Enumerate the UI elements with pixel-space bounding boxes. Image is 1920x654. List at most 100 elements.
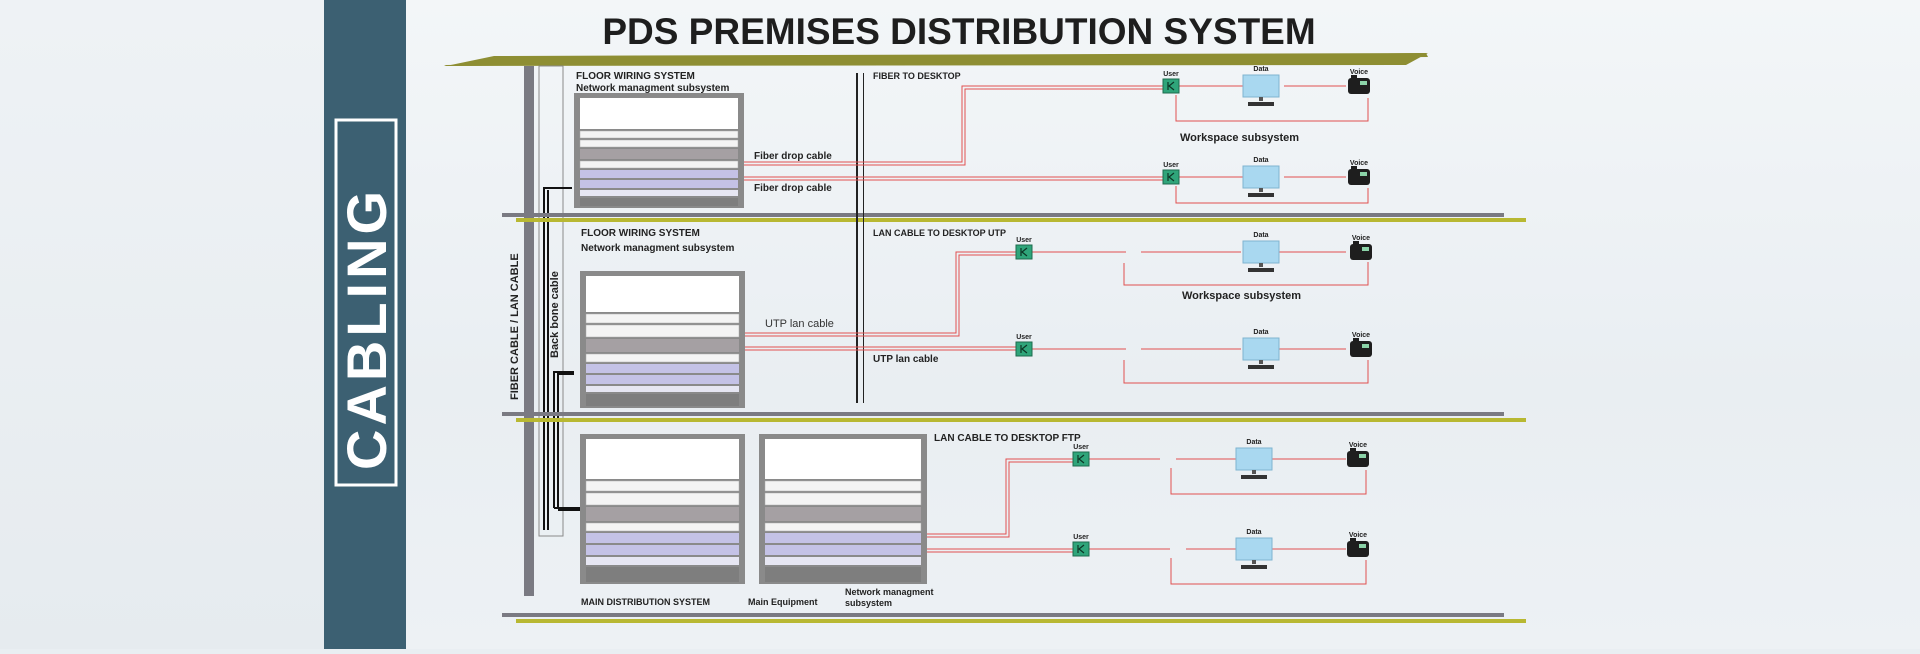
- floor1-link-title: FIBER TO DESKTOP: [873, 71, 961, 81]
- voice-label: Voice: [1352, 332, 1370, 339]
- monitor-icon: [1242, 337, 1280, 361]
- phone-handset: [1350, 538, 1356, 543]
- user-switch-icon: [1162, 78, 1180, 94]
- phone-icon: [1347, 451, 1369, 467]
- user-label: User: [1016, 334, 1032, 341]
- page-title: PDS PREMISES DISTRIBUTION SYSTEM: [602, 11, 1315, 52]
- phone-icon: [1348, 78, 1370, 94]
- workstation-2: User Data Voice: [1162, 157, 1370, 197]
- user-label: User: [1073, 534, 1089, 541]
- floor1-subsystem-label: Network managment subsystem: [576, 83, 729, 94]
- floor2-subsystem-label: Network managment subsystem: [581, 243, 734, 254]
- keyboard-icon: [1248, 268, 1274, 272]
- phone-screen: [1359, 544, 1366, 548]
- cable-routes: [744, 85, 1369, 585]
- user-label: User: [1073, 444, 1089, 451]
- floor1-workspace-label: Workspace subsystem: [1180, 132, 1299, 144]
- user-switch-icon: [1072, 541, 1090, 557]
- floor2-cable-label-2: UTP lan cable: [873, 354, 939, 365]
- phone-screen: [1360, 172, 1367, 176]
- logo-text: CABLING: [335, 187, 398, 470]
- left-background: [0, 0, 324, 649]
- floor1-cable-label-2: Fiber drop cable: [754, 183, 832, 194]
- user-label: User: [1163, 71, 1179, 78]
- phone-handset: [1351, 166, 1357, 171]
- workstation-4: User Data Voice: [1015, 329, 1372, 369]
- monitor-stand: [1259, 360, 1263, 364]
- monitor-stand: [1252, 470, 1256, 474]
- data-label: Data: [1253, 329, 1268, 336]
- floor3-link-title: LAN CABLE TO DESKTOP FTP: [934, 433, 1081, 444]
- data-label: Data: [1253, 232, 1268, 239]
- main-distribution-rack: [580, 434, 745, 584]
- floor-separator-3: [502, 613, 1526, 623]
- data-label: Data: [1246, 439, 1261, 446]
- workstation-6: User Data Voice: [1072, 529, 1369, 569]
- floor-separator-2: [502, 412, 1526, 422]
- switch-glyph: [1020, 247, 1028, 257]
- monitor-stand: [1252, 560, 1256, 564]
- phone-handset: [1353, 338, 1359, 343]
- monitor-stand: [1259, 263, 1263, 267]
- keyboard-icon: [1248, 102, 1274, 106]
- monitor-stand: [1259, 97, 1263, 101]
- data-label: Data: [1253, 66, 1268, 73]
- keyboard-icon: [1248, 193, 1274, 197]
- main-distribution-label: MAIN DISTRIBUTION SYSTEM: [581, 597, 710, 607]
- keyboard-icon: [1241, 565, 1267, 569]
- phone-icon: [1350, 341, 1372, 357]
- user-switch-icon: [1015, 341, 1033, 357]
- fiber-lan-label: FIBER CABLE / LAN CABLE: [509, 253, 521, 400]
- pds-diagram: PDS PREMISES DISTRIBUTION SYSTEM FIBER C…: [444, 11, 1526, 623]
- floor2-rack: [580, 271, 745, 408]
- voice-label: Voice: [1349, 442, 1367, 449]
- user-label: User: [1016, 237, 1032, 244]
- floor-divider: [856, 73, 858, 403]
- phone-handset: [1353, 241, 1359, 246]
- user-label: User: [1163, 162, 1179, 169]
- user-switch-icon: [1072, 451, 1090, 467]
- backbone-column: [538, 65, 564, 537]
- data-label: Data: [1246, 529, 1261, 536]
- keyboard-icon: [1241, 475, 1267, 479]
- voice-label: Voice: [1350, 69, 1368, 76]
- phone-icon: [1350, 244, 1372, 260]
- riser-bar: [524, 66, 534, 596]
- monitor-stand: [1259, 188, 1263, 192]
- phone-screen: [1362, 247, 1369, 251]
- main-equipment-rack: [759, 434, 927, 584]
- floor2-cable-label-1: UTP lan cable: [765, 318, 834, 330]
- workstation-3: User Data Voice: [1015, 232, 1372, 272]
- phone-screen: [1359, 454, 1366, 458]
- phone-icon: [1348, 169, 1370, 185]
- workstation-1: User Data Voice: [1162, 66, 1370, 106]
- keyboard-icon: [1248, 365, 1274, 369]
- voice-label: Voice: [1349, 532, 1367, 539]
- phone-handset: [1350, 448, 1356, 453]
- monitor-icon: [1242, 240, 1280, 264]
- diagram-panel: PDS PREMISES DISTRIBUTION SYSTEM FIBER C…: [406, 0, 1920, 649]
- switch-glyph: [1167, 81, 1175, 91]
- phone-screen: [1362, 344, 1369, 348]
- floor2-link-title: LAN CABLE TO DESKTOP UTP: [873, 228, 1006, 238]
- user-switch-icon: [1162, 169, 1180, 185]
- voice-label: Voice: [1352, 235, 1370, 242]
- monitor-icon: [1235, 447, 1273, 471]
- switch-glyph: [1077, 544, 1085, 554]
- monitor-icon: [1242, 74, 1280, 98]
- user-switch-icon: [1015, 244, 1033, 260]
- switch-glyph: [1020, 344, 1028, 354]
- voice-label: Voice: [1350, 160, 1368, 167]
- monitor-icon: [1242, 165, 1280, 189]
- cabling-logo: CABLING: [334, 118, 398, 487]
- network-mgmt-label-2: subsystem: [845, 598, 892, 608]
- data-label: Data: [1253, 157, 1268, 164]
- logo-band: CABLING: [324, 0, 406, 649]
- floor1-rack: [574, 93, 744, 208]
- backbone-label: Back bone cable: [549, 271, 561, 358]
- floor1-cable-label-1: Fiber drop cable: [754, 151, 832, 162]
- phone-icon: [1347, 541, 1369, 557]
- floor1-system-label: FLOOR WIRING SYSTEM: [576, 71, 695, 82]
- monitor-icon: [1235, 537, 1273, 561]
